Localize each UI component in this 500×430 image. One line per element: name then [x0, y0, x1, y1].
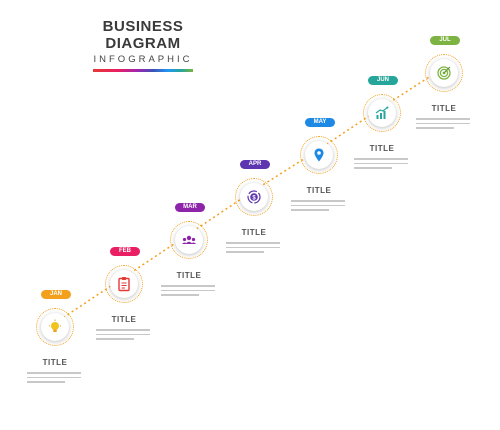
step-title: TITLE — [42, 358, 68, 367]
step-description — [416, 118, 470, 132]
step-title: TITLE — [369, 144, 395, 153]
month-badge-jul: JUL — [430, 36, 460, 45]
step-ring — [105, 265, 143, 303]
step-ring — [425, 54, 463, 92]
timeline-step-jan: JAN TITLE — [27, 290, 113, 430]
location-pin-icon — [314, 148, 324, 162]
step-icon-circle: $ — [240, 183, 268, 211]
step-title: TITLE — [306, 186, 332, 195]
timeline-step-jun: JUN TITLE — [354, 76, 440, 216]
step-icon-circle — [110, 270, 138, 298]
step-title: TITLE — [241, 228, 267, 237]
team-icon — [182, 235, 196, 244]
color-bar — [93, 69, 193, 72]
step-ring — [235, 178, 273, 216]
step-description — [161, 285, 215, 299]
step-icon-circle — [368, 99, 396, 127]
month-badge-jan: JAN — [41, 290, 71, 299]
step-ring — [36, 308, 74, 346]
step-icon-circle — [430, 59, 458, 87]
step-icon-circle — [305, 141, 333, 169]
step-description — [291, 200, 345, 214]
clipboard-icon — [118, 277, 130, 292]
step-description — [27, 372, 81, 386]
month-badge-jun: JUN — [368, 76, 398, 85]
step-ring — [300, 136, 338, 174]
step-description — [226, 242, 280, 256]
step-icon-circle — [175, 226, 203, 254]
step-description — [354, 158, 408, 172]
step-ring — [170, 221, 208, 259]
step-title: TITLE — [111, 315, 137, 324]
step-title: TITLE — [176, 271, 202, 280]
step-icon-circle — [41, 313, 69, 341]
step-ring — [363, 94, 401, 132]
target-icon — [437, 66, 451, 80]
month-badge-apr: APR — [240, 160, 270, 169]
step-title: TITLE — [431, 104, 457, 113]
growth-chart-icon — [375, 106, 389, 119]
timeline-step-feb: FEB TITLE — [96, 247, 182, 387]
month-badge-may: MAY — [305, 118, 335, 127]
lightbulb-icon — [49, 319, 61, 332]
timeline-step-jul: JUL TITLE — [416, 36, 500, 176]
timeline-step-mar: MAR TITLE — [161, 203, 247, 343]
dollar-cycle-icon: $ — [247, 190, 261, 204]
step-description — [96, 329, 150, 343]
timeline-step-apr: APR $ TITLE — [226, 160, 312, 300]
month-badge-feb: FEB — [110, 247, 140, 256]
diagram-header: BUSINESS DIAGRAM INFOGRAPHIC — [68, 18, 218, 72]
svg-text:$: $ — [252, 195, 256, 201]
month-badge-mar: MAR — [175, 203, 205, 212]
diagram-title: BUSINESS DIAGRAM — [102, 18, 184, 52]
diagram-subtitle: INFOGRAPHIC — [93, 54, 193, 65]
timeline-step-may: MAY TITLE — [291, 118, 377, 258]
